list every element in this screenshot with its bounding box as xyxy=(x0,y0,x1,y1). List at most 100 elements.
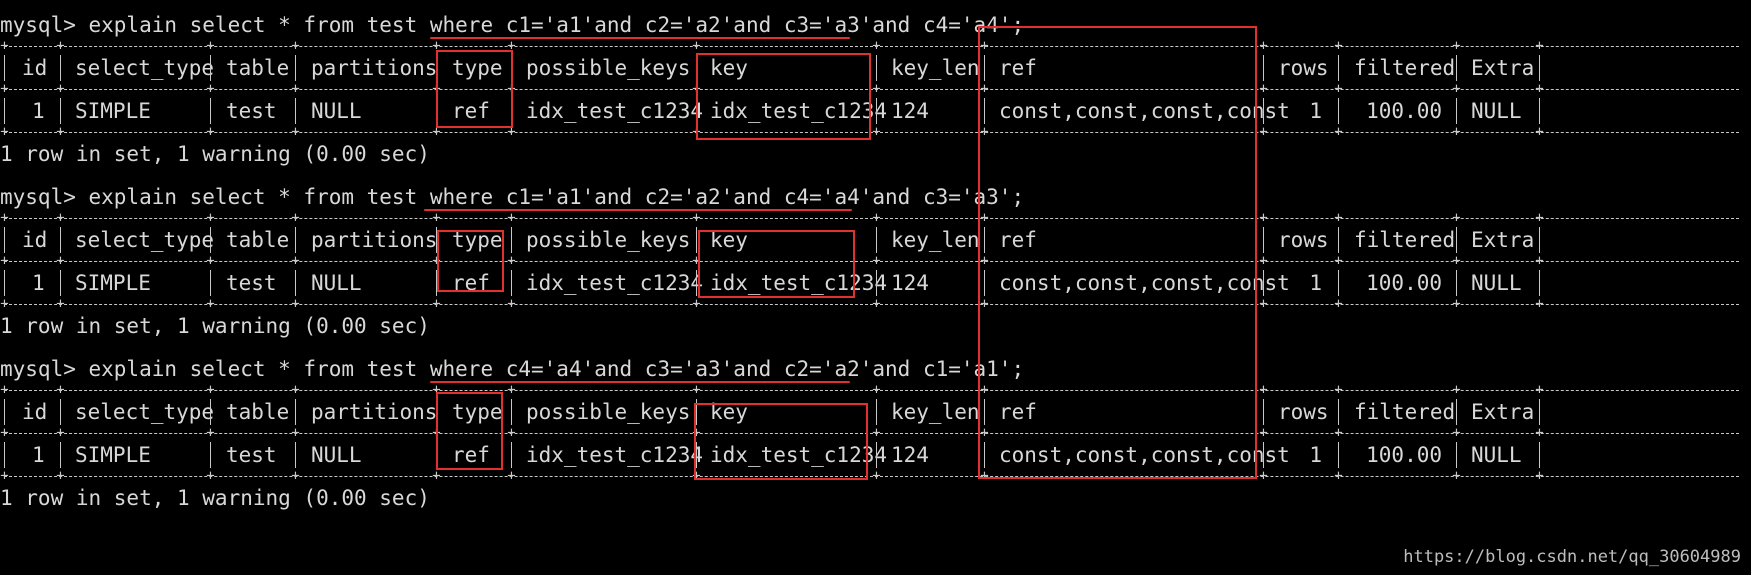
header-id: id xyxy=(22,228,48,252)
border-corner: + xyxy=(1452,382,1461,398)
sql-command: explain select * from test where c1='a1'… xyxy=(75,185,1025,209)
cell-ref: const,const,const,const xyxy=(999,443,1290,467)
header-extra: Extra xyxy=(1471,56,1535,80)
border-corner: + xyxy=(692,210,701,226)
header-rows: rows xyxy=(1278,400,1329,424)
column-separator xyxy=(210,98,211,124)
cell-filtered: 100.00 xyxy=(1366,271,1442,295)
column-separator xyxy=(876,227,877,253)
border-corner: + xyxy=(432,253,441,269)
header-filtered: filtered xyxy=(1354,56,1456,80)
border-corner: + xyxy=(0,253,9,269)
cell-partitions: NULL xyxy=(311,99,362,123)
column-separator xyxy=(4,270,5,296)
column-separator xyxy=(984,98,985,124)
result-line: 1 row in set, 1 warning (0.00 sec) xyxy=(0,486,430,510)
column-separator xyxy=(295,55,296,81)
column-separator xyxy=(1456,442,1457,468)
column-separator xyxy=(1539,55,1540,81)
table-border xyxy=(4,132,1739,134)
border-corner: + xyxy=(206,425,215,441)
border-corner: + xyxy=(56,253,65,269)
column-separator xyxy=(1456,270,1457,296)
cell-possible-keys: idx_test_c1234 xyxy=(526,271,704,295)
column-separator xyxy=(876,98,877,124)
border-corner: + xyxy=(1334,38,1343,54)
border-corner: + xyxy=(1452,210,1461,226)
annotation-box-ref-column xyxy=(978,26,1257,479)
command-line-2: mysql> explain select * from test where … xyxy=(0,182,1024,212)
header-key-len: key_len xyxy=(891,56,980,80)
header-id: id xyxy=(22,400,48,424)
border-corner: + xyxy=(206,124,215,140)
border-corner: + xyxy=(206,382,215,398)
column-separator xyxy=(1456,55,1457,81)
column-separator xyxy=(1263,442,1264,468)
column-separator xyxy=(210,442,211,468)
border-corner: + xyxy=(432,210,441,226)
border-corner: + xyxy=(432,38,441,54)
header-ref: ref xyxy=(999,400,1037,424)
border-corner: + xyxy=(0,210,9,226)
border-corner: + xyxy=(0,468,9,484)
border-corner: + xyxy=(872,468,881,484)
column-separator xyxy=(4,399,5,425)
cell-type: ref xyxy=(452,99,490,123)
border-corner: + xyxy=(507,124,516,140)
column-separator xyxy=(4,98,5,124)
border-corner: + xyxy=(291,425,300,441)
border-corner: + xyxy=(980,382,989,398)
border-corner: + xyxy=(1452,38,1461,54)
border-corner: + xyxy=(1452,468,1461,484)
border-corner: + xyxy=(0,38,9,54)
table-border xyxy=(4,390,1739,392)
column-separator xyxy=(1338,55,1339,81)
header-rows: rows xyxy=(1278,228,1329,252)
header-ref: ref xyxy=(999,228,1037,252)
column-separator xyxy=(210,270,211,296)
column-separator xyxy=(876,270,877,296)
header-possible-keys: possible_keys xyxy=(526,56,691,80)
column-separator xyxy=(60,399,61,425)
cell-possible-keys: idx_test_c1234 xyxy=(526,443,704,467)
border-corner: + xyxy=(1452,425,1461,441)
table-border xyxy=(4,261,1739,263)
header-filtered: filtered xyxy=(1354,228,1456,252)
header-key: key xyxy=(710,56,748,80)
annotation-box-key-1 xyxy=(696,53,871,140)
border-corner: + xyxy=(1334,124,1343,140)
prompt: mysql> xyxy=(0,185,76,209)
border-corner: + xyxy=(692,296,701,312)
border-corner: + xyxy=(291,38,300,54)
border-corner: + xyxy=(692,468,701,484)
border-corner: + xyxy=(291,81,300,97)
border-corner: + xyxy=(980,296,989,312)
column-separator xyxy=(60,227,61,253)
border-corner: + xyxy=(692,38,701,54)
border-corner: + xyxy=(1535,468,1544,484)
cell-key-len: 124 xyxy=(891,271,929,295)
border-corner: + xyxy=(291,468,300,484)
column-separator xyxy=(295,399,296,425)
command-line-3: mysql> explain select * from test where … xyxy=(0,354,1024,384)
border-corner: + xyxy=(872,253,881,269)
border-corner: + xyxy=(872,124,881,140)
border-corner: + xyxy=(1452,296,1461,312)
border-corner: + xyxy=(980,81,989,97)
border-corner: + xyxy=(432,124,441,140)
border-corner: + xyxy=(1334,468,1343,484)
column-separator xyxy=(876,55,877,81)
border-corner: + xyxy=(1452,253,1461,269)
header-partitions: partitions xyxy=(311,228,438,252)
border-corner: + xyxy=(1334,253,1343,269)
column-separator xyxy=(210,227,211,253)
border-corner: + xyxy=(1334,296,1343,312)
border-corner: + xyxy=(56,468,65,484)
cell-id: 1 xyxy=(32,443,45,467)
header-key-len: key_len xyxy=(891,228,980,252)
border-corner: + xyxy=(692,425,701,441)
result-line: 1 row in set, 1 warning (0.00 sec) xyxy=(0,314,430,338)
header-rows: rows xyxy=(1278,56,1329,80)
annotation-box-type-2 xyxy=(437,230,504,292)
